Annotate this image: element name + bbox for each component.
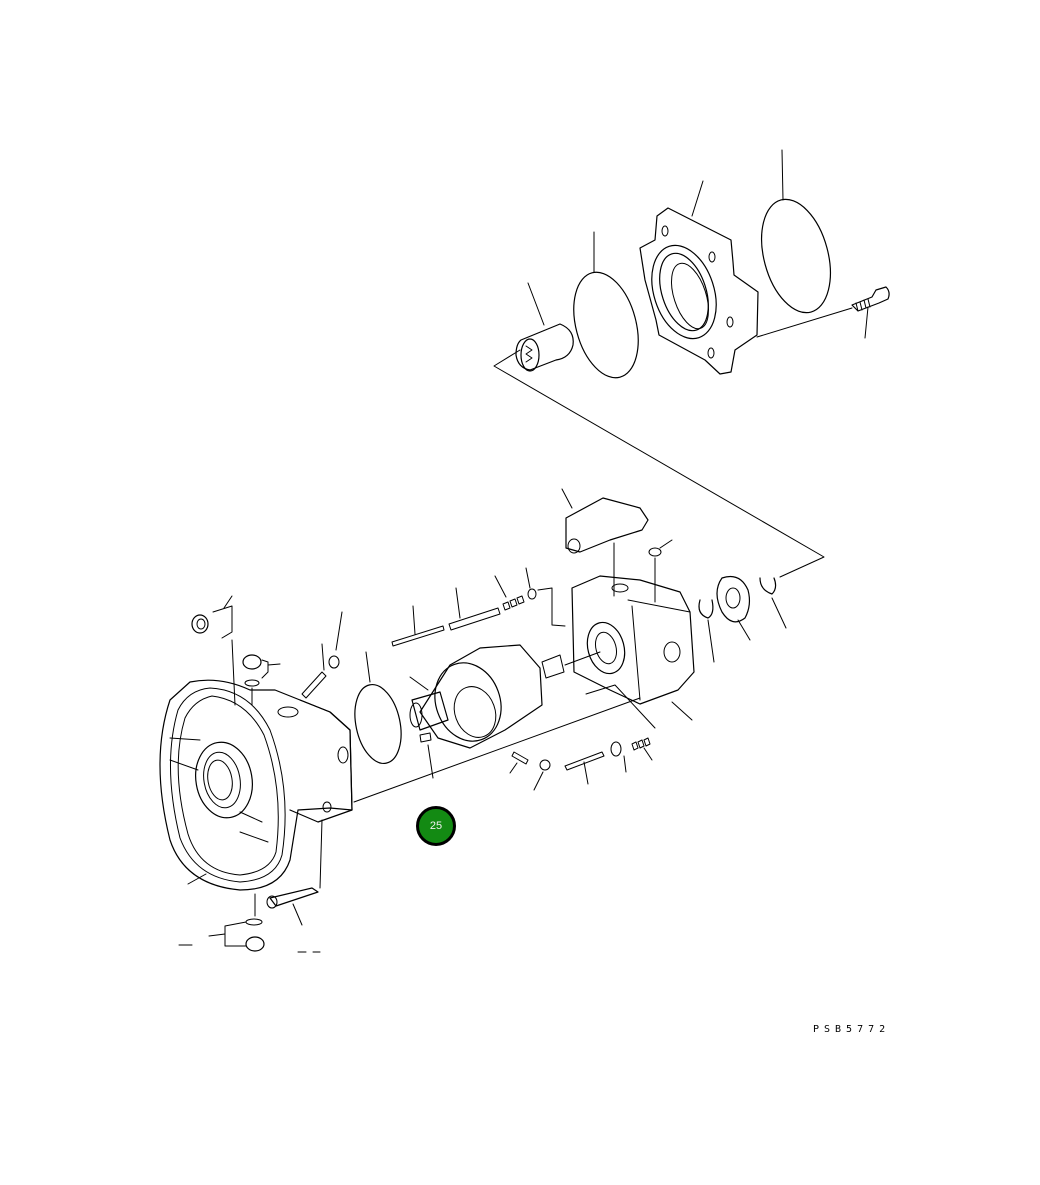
cover-group <box>493 149 890 578</box>
flange-cover-part <box>639 180 759 375</box>
rotary-group <box>391 567 656 791</box>
pump-body-group <box>561 488 787 721</box>
housing-group <box>159 595 641 953</box>
coupling-part <box>515 282 574 372</box>
bolt-part <box>756 286 890 339</box>
o-ring-part <box>573 231 639 379</box>
drawing-code: PSB5772 <box>813 1024 891 1035</box>
callout-badge-25[interactable]: 25 <box>416 806 456 846</box>
callout-label: 25 <box>429 820 443 832</box>
o-ring-part <box>761 149 831 314</box>
